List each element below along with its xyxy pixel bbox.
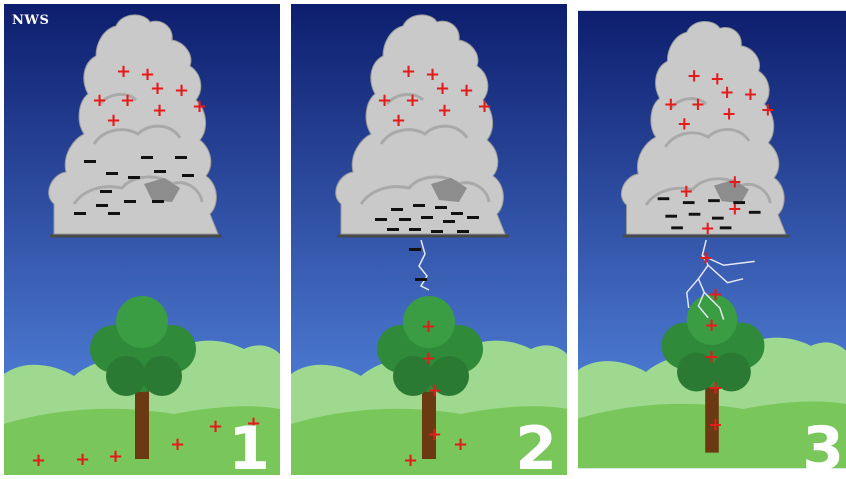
- scene-1: + + + + + + + + + + + + + + +: [4, 4, 280, 475]
- svg-text:+: +: [170, 434, 185, 455]
- svg-text:+: +: [459, 80, 474, 101]
- svg-text:+: +: [427, 424, 442, 445]
- step-number-1: 1: [228, 414, 270, 475]
- scene-3: + + + + + + + + + + + + +: [578, 10, 846, 469]
- svg-text:+: +: [663, 95, 678, 115]
- svg-text:+: +: [140, 64, 155, 85]
- svg-text:+: +: [116, 61, 131, 82]
- svg-text:+: +: [401, 61, 416, 82]
- svg-text:+: +: [425, 64, 440, 85]
- svg-text:+: +: [477, 96, 492, 117]
- svg-text:+: +: [150, 78, 165, 99]
- svg-text:+: +: [687, 67, 702, 87]
- cloud-positive-charges: + + + + + + + + +: [92, 61, 207, 131]
- svg-text:+: +: [152, 100, 167, 121]
- svg-text:+: +: [391, 110, 406, 131]
- svg-text:+: +: [710, 70, 725, 90]
- svg-text:+: +: [743, 85, 758, 105]
- cloud-positive-charges: + + + + + + + + + + + + +: [663, 67, 775, 239]
- svg-text:+: +: [75, 449, 90, 470]
- svg-text:+: +: [704, 347, 719, 367]
- panel-step-1: + + + + + + + + + + + + + + + NWS 1: [4, 4, 280, 475]
- leader-negative-charges: [409, 248, 427, 281]
- svg-text:+: +: [437, 100, 452, 121]
- svg-text:+: +: [708, 285, 723, 305]
- svg-text:+: +: [208, 416, 223, 437]
- tree-positive-charges: + + + + + +: [403, 316, 468, 471]
- svg-text:+: +: [708, 415, 723, 435]
- svg-text:+: +: [405, 90, 420, 111]
- svg-text:+: +: [106, 110, 121, 131]
- svg-text:+: +: [192, 96, 207, 117]
- svg-text:+: +: [453, 434, 468, 455]
- channel-positive-charges: + + + + + +: [698, 248, 722, 435]
- lightning-bolt-icon: [418, 239, 430, 291]
- cloud-negative-charges: [657, 197, 761, 230]
- panel-step-2: + + + + + + + + + + + + +: [291, 4, 567, 475]
- svg-text:+: +: [722, 105, 737, 125]
- svg-text:+: +: [421, 316, 436, 337]
- svg-text:+: +: [421, 348, 436, 369]
- svg-text:+: +: [700, 219, 715, 239]
- svg-text:+: +: [704, 316, 719, 336]
- scene-2: + + + + + + + + + + + + +: [291, 4, 567, 475]
- cloud-negative-charges: [74, 156, 194, 215]
- svg-text:+: +: [679, 182, 694, 202]
- ground-positive-charges: + + + + + +: [31, 413, 261, 471]
- svg-text:+: +: [174, 80, 189, 101]
- cloud-positive-charges: + + + + + + + + +: [377, 61, 492, 131]
- svg-text:+: +: [720, 83, 735, 103]
- svg-text:+: +: [761, 101, 776, 121]
- svg-text:+: +: [403, 450, 418, 471]
- svg-text:+: +: [427, 380, 442, 401]
- svg-text:+: +: [246, 413, 261, 434]
- svg-text:+: +: [677, 114, 692, 134]
- svg-text:+: +: [108, 446, 123, 467]
- svg-text:+: +: [377, 90, 392, 111]
- svg-text:+: +: [728, 200, 743, 220]
- svg-text:+: +: [435, 78, 450, 99]
- svg-text:+: +: [728, 173, 743, 193]
- panel-step-3: + + + + + + + + + + + + +: [578, 4, 846, 475]
- cloud-negative-charges: [375, 204, 479, 233]
- svg-text:+: +: [31, 450, 46, 471]
- svg-text:+: +: [92, 90, 107, 111]
- nws-watermark: NWS: [12, 13, 50, 28]
- step-number-2: 2: [515, 414, 557, 475]
- svg-text:+: +: [691, 95, 706, 115]
- step-number-3: 3: [802, 414, 844, 475]
- lightning-bolt-icon: [685, 239, 755, 320]
- svg-text:+: +: [708, 378, 723, 398]
- svg-text:+: +: [120, 90, 135, 111]
- svg-text:+: +: [698, 248, 713, 268]
